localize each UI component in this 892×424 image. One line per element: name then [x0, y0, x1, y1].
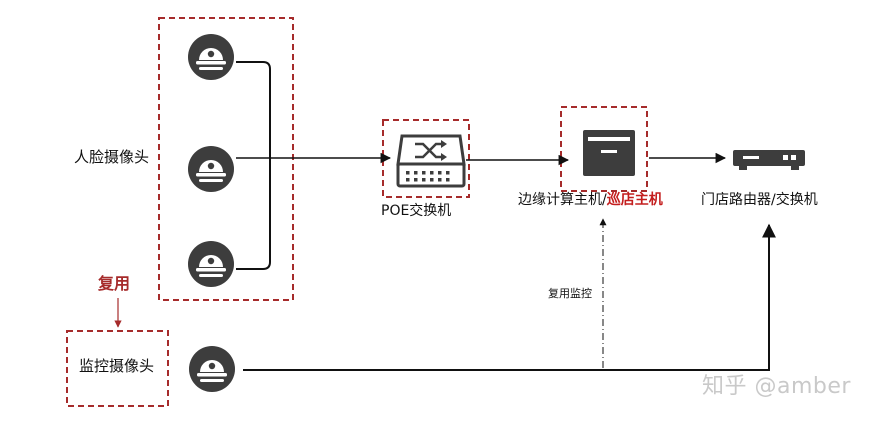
edge-host-label: 边缘计算主机/巡店主机 — [518, 193, 663, 207]
reuse-label: 复用 — [98, 274, 131, 293]
monitor-to-router-line — [243, 223, 776, 371]
edge-host-label-prefix: 边缘计算主机/ — [518, 192, 607, 208]
watermark: 知乎 @amber — [702, 374, 851, 399]
camera-bracket-line — [236, 61, 271, 270]
store-router-label: 门店路由器/交换机 — [701, 192, 818, 208]
dome-camera-icon — [188, 34, 234, 80]
router-icon — [733, 150, 805, 170]
poe-switch-box — [382, 119, 470, 198]
network-switch-icon — [396, 134, 466, 188]
reuse-monitoring-label: 复用监控 — [548, 287, 592, 300]
face-camera-group-box — [158, 17, 294, 301]
monitor-camera-label: 监控摄像头 — [79, 357, 155, 375]
poe-switch-label: POE交换机 — [381, 203, 452, 219]
dome-camera-icon — [189, 346, 235, 392]
dome-camera-icon — [188, 146, 234, 192]
store-patrol-host-label: 巡店主机 — [606, 192, 663, 208]
edge-server-icon — [583, 130, 635, 176]
edge-host-box — [560, 106, 648, 192]
monitor-camera-label-box — [66, 330, 169, 407]
face-cameras-label: 人脸摄像头 — [74, 148, 150, 166]
dome-camera-icon — [188, 241, 234, 287]
